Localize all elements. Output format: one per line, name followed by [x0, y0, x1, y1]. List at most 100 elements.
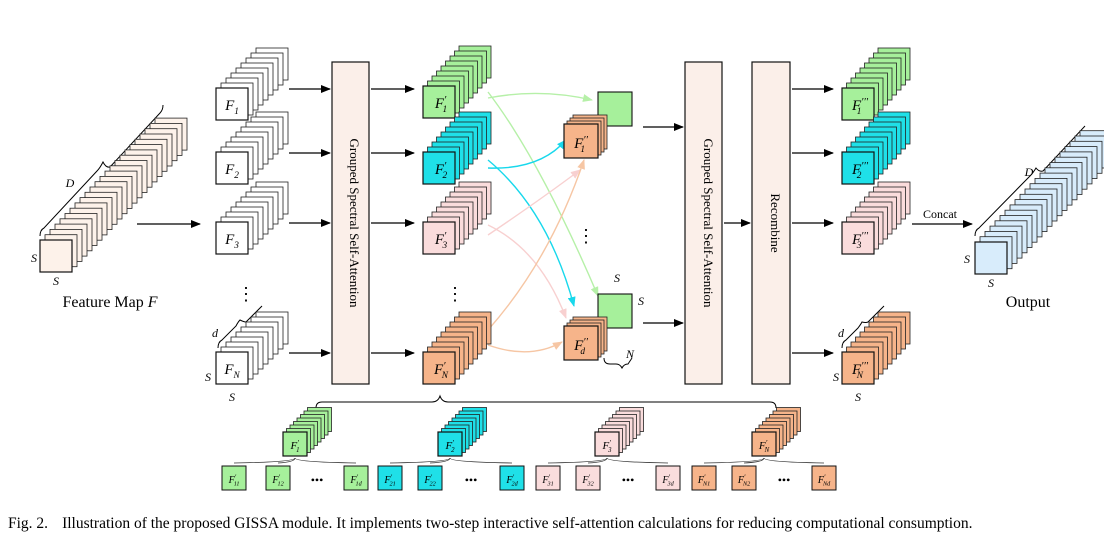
bottom-dots-4: •••	[778, 473, 791, 487]
interactive-front	[563, 325, 599, 361]
group-depth-label: d	[212, 326, 219, 340]
bottom-group-label-2: F′2	[444, 438, 455, 454]
interactive-label-top: F′′1	[573, 135, 588, 155]
output-group-stack-1	[841, 47, 911, 121]
output-total-depth-brace	[974, 125, 1086, 237]
stack-front	[215, 151, 249, 185]
bottom-item-22	[417, 465, 443, 491]
output-total-size-left-label: S	[964, 252, 970, 266]
colored-group-label-4: F′N	[433, 361, 449, 381]
bottom-group-label-3: F′3	[601, 438, 612, 454]
group-stack-2	[215, 111, 289, 185]
output-group-label-2: F′′′2	[851, 161, 869, 181]
bottom-item-12	[265, 465, 291, 491]
group-ellipsis: ⋮	[237, 284, 255, 304]
bottom-dots-2: •••	[465, 473, 478, 487]
group-label-4: FN	[223, 362, 240, 381]
bottom-item-label-32: F′32	[581, 474, 593, 488]
concat-label: Concat	[923, 207, 958, 221]
bottom-item-32	[575, 465, 601, 491]
colored-group-ellipsis: ⋮	[446, 284, 464, 304]
interactive-size-right-label: S	[638, 294, 644, 308]
curve-orange-top	[487, 159, 585, 331]
input-size-left-label: S	[31, 251, 37, 265]
group-size-left-label: S	[205, 370, 211, 384]
interactive-count-brace	[603, 357, 633, 370]
bottom-item-label-21: F′21	[383, 474, 395, 488]
bottom-item-label-N1: F′N1	[697, 474, 710, 488]
stack-front	[974, 241, 1008, 275]
bottom-connector	[277, 457, 296, 464]
stack-front	[437, 431, 463, 457]
group-label-1: F1	[224, 98, 239, 117]
bottom-item-label-12: F′12	[271, 474, 283, 488]
recombine-block-label: Recombine	[768, 193, 783, 252]
bottom-group-stack-3	[594, 407, 644, 457]
bottom-group-stack-4	[751, 407, 801, 457]
output-group-stack-2	[841, 111, 911, 185]
output-group-stack-4	[841, 311, 911, 385]
output-group-label-3: F′′′3	[851, 231, 869, 251]
output-size-bottom-label: S	[855, 390, 861, 404]
stack-front	[215, 87, 249, 121]
bottom-connector	[294, 457, 357, 464]
group-label-2: F2	[224, 162, 239, 181]
bottom-connector	[703, 457, 765, 464]
input-size-bottom-label: S	[53, 274, 59, 288]
stack-front	[841, 221, 875, 255]
input-feature-stack	[39, 117, 188, 273]
interactive-label-bottom: F′′d	[573, 337, 588, 357]
bottom-connector	[743, 457, 765, 464]
bottom-connector	[429, 457, 451, 464]
bottom-connector	[449, 457, 513, 464]
colored-group-stack-2	[422, 111, 492, 185]
colored-group-stack-4	[422, 311, 492, 385]
figure-caption: Fig. 2.Illustration of the proposed GISS…	[8, 515, 1100, 533]
stack-front	[841, 87, 875, 121]
group-size-bottom-label: S	[229, 390, 235, 404]
output-total-depth-label: D	[1024, 165, 1034, 179]
stack-front	[422, 351, 456, 385]
bottom-dots-1: •••	[311, 473, 324, 487]
gssa-block-2	[684, 61, 723, 385]
group-stack-3	[215, 181, 289, 255]
interactive-green-square	[597, 91, 633, 127]
stack-front	[39, 239, 73, 273]
output-total-size-bottom-label: S	[988, 276, 994, 290]
bottom-item-label-Nd: F′Nd	[817, 474, 831, 488]
input-depth-label: D	[65, 176, 75, 190]
stack-front	[215, 351, 249, 385]
bottom-connector	[606, 457, 669, 464]
gssa-block-1-label: Grouped Spectral Self-Attention	[347, 139, 362, 308]
group-depth-brace	[217, 305, 263, 349]
output-group-stack-3	[841, 181, 911, 255]
bottom-item-label-31: F′31	[541, 474, 553, 488]
colored-group-stack-1	[422, 45, 492, 119]
bottom-group-label-4: F′N	[758, 438, 770, 454]
output-group-label-4: F′′′N	[851, 361, 869, 381]
interactive-count-label: N	[625, 347, 635, 361]
bottom-item-3d	[655, 465, 681, 491]
group-stack-4	[215, 311, 289, 385]
bottom-group-label-1: F′1	[289, 438, 299, 454]
interactive-ellipsis: ⋮	[577, 226, 595, 246]
stack-front	[422, 85, 456, 119]
bottom-connector	[233, 457, 296, 464]
bottom-item-label-22: F′22	[423, 474, 435, 488]
bottom-item-label-3d: F′3d	[661, 474, 674, 488]
curve-green-bottom	[487, 91, 599, 297]
bottom-dots-3: •••	[622, 473, 635, 487]
interactive-block-bottom	[563, 293, 633, 361]
bottom-item-21	[377, 465, 403, 491]
bottom-item-1d	[343, 465, 369, 491]
bottom-item-2d	[499, 465, 525, 491]
bottom-connector	[547, 457, 608, 464]
input-depth-brace	[39, 104, 164, 237]
bottom-connector	[587, 457, 608, 464]
colored-group-stack-3	[422, 181, 492, 255]
output-size-left-label: S	[833, 370, 839, 384]
stack-front	[422, 151, 456, 185]
stack-front	[841, 351, 875, 385]
